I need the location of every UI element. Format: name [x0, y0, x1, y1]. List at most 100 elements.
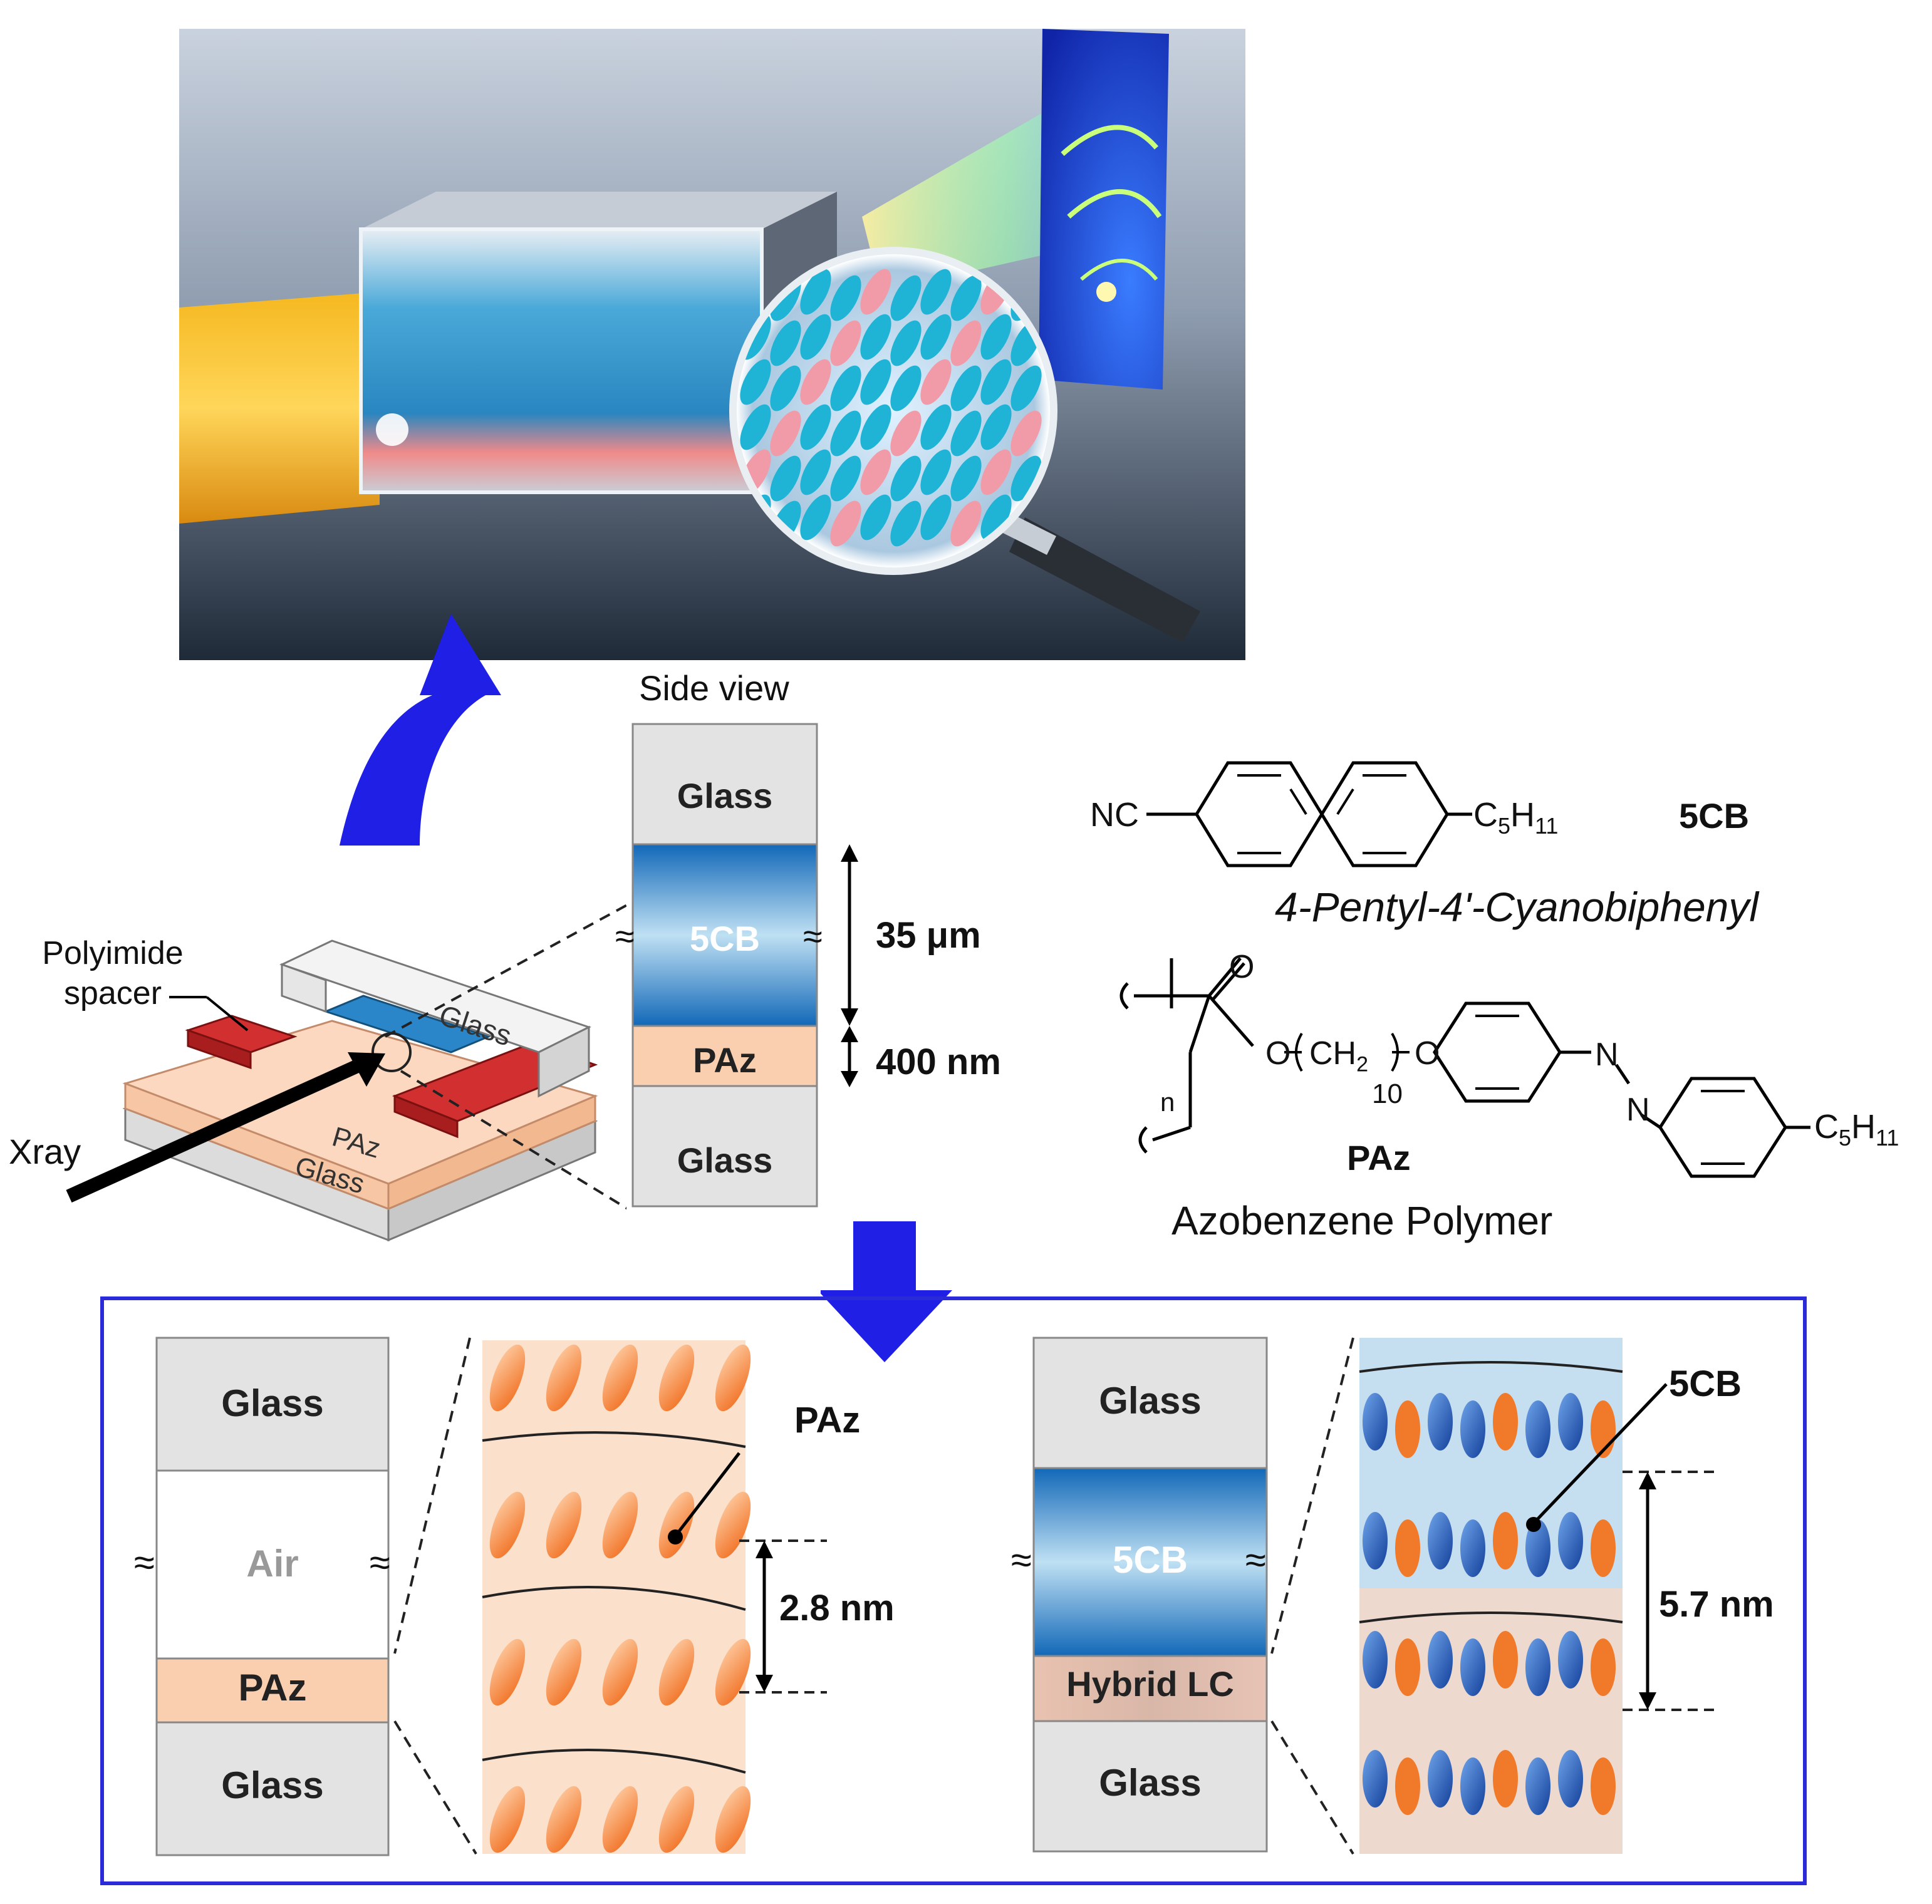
- hybrid-mesogen-grid: [1363, 1393, 1616, 1815]
- paz-ester-o: O: [1265, 1035, 1291, 1072]
- fivecb-tail-sub5: 5: [1498, 812, 1511, 839]
- lens-mesogen: [830, 365, 861, 411]
- sideview-glass-bottom: Glass: [677, 1141, 773, 1180]
- lens-mesogen: [950, 410, 982, 457]
- sideview-break-left: ≈: [615, 916, 635, 956]
- paz-ether-o: O: [1415, 1035, 1440, 1072]
- lens-mesogen: [830, 410, 861, 457]
- lens-mesogen: [740, 359, 771, 405]
- fivecb-nc: NC: [1090, 796, 1139, 834]
- sideview-glass-top: Glass: [677, 776, 773, 815]
- paz-mesogen: [1493, 1750, 1518, 1808]
- left-callout-paz: PAz: [794, 1400, 861, 1441]
- paz-mesogen: [602, 1344, 638, 1412]
- right-glass-top: Glass: [1099, 1380, 1202, 1422]
- lens-mesogen: [980, 449, 1012, 495]
- sideview-5cb: 5CB: [689, 919, 761, 958]
- lens-mesogen: [860, 269, 891, 315]
- right-break-left: ≈: [1011, 1539, 1032, 1581]
- lens-mesogen: [950, 320, 982, 366]
- paz-mesogen: [1395, 1519, 1420, 1577]
- fivecb-mesogen: [1460, 1638, 1485, 1696]
- fivecb-mesogen: [1525, 1638, 1550, 1696]
- lens-mesogen: [980, 404, 1012, 450]
- paz-mesogen: [715, 1638, 751, 1706]
- lens-mesogen: [770, 320, 801, 366]
- lens-mesogen: [890, 500, 922, 547]
- lens-mesogen: [920, 359, 952, 405]
- paz-full-name: Azobenzene Polymer: [1171, 1198, 1553, 1243]
- left-break-left: ≈: [134, 1541, 155, 1583]
- paz-mesogen: [1493, 1512, 1518, 1570]
- sideview-paz: PAz: [693, 1040, 757, 1080]
- lens-mesogen: [950, 455, 982, 502]
- lens-mesogen: [980, 494, 1012, 541]
- paz-mesogen: [602, 1786, 638, 1853]
- left-break-right: ≈: [370, 1541, 390, 1583]
- paz-mesogen: [1395, 1757, 1420, 1815]
- fivecb-mesogen: [1525, 1757, 1550, 1815]
- lens-mesogen: [920, 314, 952, 360]
- fivecb-mesogen: [1460, 1757, 1485, 1815]
- fivecb-mesogen: [1428, 1750, 1453, 1808]
- lens-mesogen: [950, 365, 982, 411]
- cell-illustration: [179, 29, 1245, 660]
- down-arrow: [821, 1221, 952, 1362]
- paz-mesogen: [1591, 1638, 1616, 1696]
- spacing-5-7nm: 5.7 nm: [1659, 1584, 1774, 1625]
- paz-azo-n1: N: [1595, 1037, 1619, 1073]
- lens-mesogen: [860, 359, 891, 405]
- lens-mesogen: [800, 404, 831, 450]
- paz-mesogen: [1395, 1638, 1420, 1696]
- lens-mesogen: [800, 494, 831, 541]
- left-stack: [155, 1337, 390, 1856]
- fivecb-mesogen: [1558, 1393, 1583, 1451]
- lens-mesogen: [830, 455, 861, 502]
- paz-tail: C5H11: [1814, 1108, 1899, 1151]
- lens-mesogen: [800, 359, 831, 405]
- side-view-title: Side view: [639, 668, 789, 708]
- cell-schematic: [66, 904, 626, 1242]
- lens-mesogen: [860, 449, 891, 495]
- lens-mesogen: [800, 449, 831, 495]
- paz-mesogen: [489, 1638, 526, 1706]
- lens-mesogen: [770, 455, 801, 502]
- lens-mesogen: [800, 269, 831, 315]
- fivecb-mesogen: [1558, 1631, 1583, 1689]
- fivecb-tail: C5H11: [1473, 796, 1559, 839]
- fivecb-mesogen: [1363, 1512, 1388, 1570]
- structure-5cb: [1146, 761, 1472, 867]
- paz-mesogen: [489, 1786, 526, 1853]
- paz-mesogen: [546, 1638, 582, 1706]
- lens-mesogen: [860, 314, 891, 360]
- fivecb-mesogen: [1558, 1512, 1583, 1570]
- right-glass-bottom: Glass: [1099, 1762, 1202, 1804]
- fivecb-mesogen: [1460, 1400, 1485, 1458]
- lens-mesogen: [920, 404, 952, 450]
- lens-mesogen: [920, 494, 952, 541]
- right-5cb: 5CB: [1112, 1539, 1188, 1581]
- fivecb-mesogen: [1460, 1519, 1485, 1577]
- paz-mesogen: [1493, 1393, 1518, 1451]
- paz-mesogen: [715, 1344, 751, 1412]
- xray-label: Xray: [9, 1132, 81, 1171]
- paz-chain-repeat: 10: [1372, 1079, 1403, 1109]
- fivecb-mesogen: [1525, 1519, 1550, 1577]
- left-paz: PAz: [238, 1667, 307, 1709]
- paz-mesogen: [546, 1491, 582, 1559]
- paz-mesogen: [489, 1344, 526, 1412]
- paz-mesogen: [602, 1638, 638, 1706]
- paz-mesogen: [658, 1491, 695, 1559]
- polyimide-label-line1: Polyimide: [42, 935, 184, 971]
- paz-carbonyl-o: O: [1229, 949, 1255, 985]
- fivecb-mesogen: [1428, 1631, 1453, 1689]
- lens-mesogen: [740, 404, 771, 450]
- spacing-2-8nm: 2.8 nm: [779, 1588, 895, 1628]
- paz-mesogen: [1591, 1519, 1616, 1577]
- paz-mesogen: [658, 1638, 695, 1706]
- lens-mesogen: [890, 365, 922, 411]
- lens-mesogen: [830, 320, 861, 366]
- thickness-paz: 400 nm: [876, 1042, 1001, 1082]
- paz-mesogen: [715, 1491, 751, 1559]
- paz-mesogen: [1591, 1757, 1616, 1815]
